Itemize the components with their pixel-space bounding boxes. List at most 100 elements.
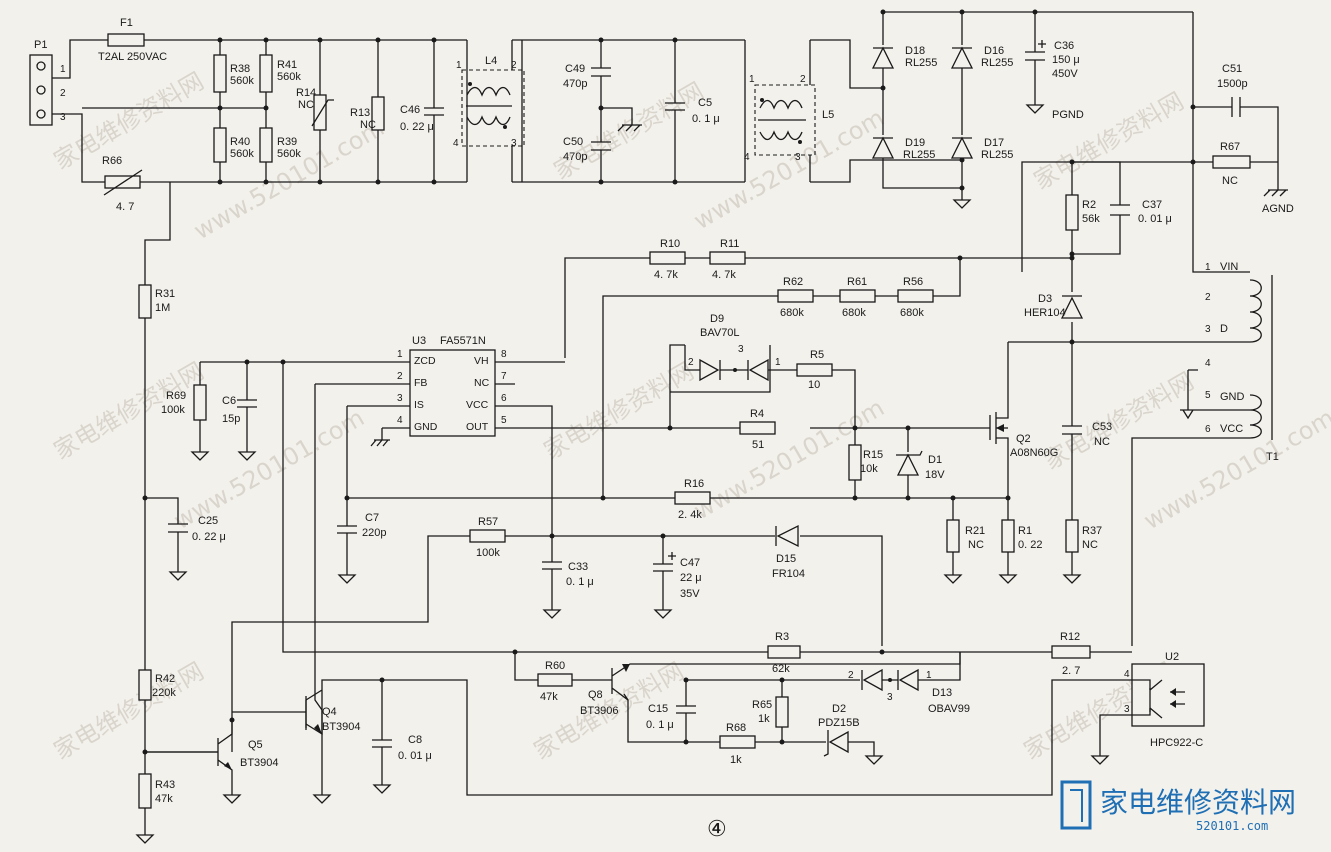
current-sense: R16 2. 4k C7 220p R21 NC R1 0. 22 R37 NC — [337, 406, 1102, 584]
filter-caps: C49 470p C50 470p C5 0. 1 μ — [521, 37, 746, 185]
component-value: 470p — [563, 151, 587, 163]
component-value: A08N60G — [1010, 447, 1058, 459]
component-ref: C5 — [698, 97, 712, 109]
component-value: 100k — [161, 404, 185, 416]
pin-name: ZCD — [414, 355, 436, 367]
component-value: HPC922-C — [1150, 737, 1203, 749]
pin-label: 3 — [887, 692, 893, 703]
component-ref: R10 — [660, 238, 680, 250]
logo-text: 家电维修资料网 — [1100, 786, 1296, 819]
component-value: 450V — [1052, 68, 1078, 80]
pin-label: 2 — [397, 371, 403, 382]
pin-label: VCC — [1220, 423, 1243, 435]
pin-label: 1 — [397, 349, 403, 360]
pin-label: 2 — [1205, 292, 1211, 303]
component-ref: R43 — [155, 779, 175, 791]
resistor-r57 — [469, 529, 506, 543]
component-value: 220k — [152, 687, 176, 699]
component-value: HER104 — [1024, 307, 1066, 319]
pin-label: 4 — [453, 138, 459, 149]
resistor-r1 — [1001, 519, 1015, 553]
choke-l4: L4 1 2 4 3 — [453, 39, 745, 183]
pin-label: 1 — [1205, 262, 1211, 273]
pin-label: 2 — [800, 74, 806, 85]
component-value: NC — [1082, 539, 1098, 551]
optocoupler-body — [1131, 663, 1205, 727]
component-value: RL255 — [981, 57, 1013, 69]
component-ref: R65 — [752, 699, 772, 711]
component-ref: R69 — [166, 390, 186, 402]
pin-label: 3 — [60, 112, 66, 123]
component-value: 0. 01 μ — [1138, 213, 1172, 225]
component-ref: D17 — [984, 137, 1004, 149]
resistor-r61 — [839, 289, 876, 303]
component-value: 47k — [540, 691, 558, 703]
resistor-r38 — [213, 54, 227, 93]
component-value: 10 — [808, 379, 820, 391]
component-ref: R60 — [545, 660, 565, 672]
component-value: 62k — [772, 663, 790, 675]
component-value: RL255 — [905, 57, 937, 69]
pin-label: 6 — [501, 393, 507, 404]
component-ref: C47 — [680, 557, 700, 569]
component-value: 2. 4k — [678, 509, 702, 521]
component-ref: Q2 — [1016, 433, 1031, 445]
resistor-r43 — [138, 773, 152, 809]
pin-label: 2 — [848, 670, 854, 681]
component-ref: D16 — [984, 45, 1004, 57]
component-value: 560k — [230, 148, 254, 160]
pin-label: VIN — [1220, 261, 1238, 273]
component-ref: R15 — [863, 449, 883, 461]
component-value: 10k — [860, 463, 878, 475]
ground-symbol — [952, 199, 972, 209]
component-ref: L4 — [485, 55, 497, 67]
component-value: 22 μ — [680, 572, 702, 584]
component-value: BT3904 — [240, 757, 279, 769]
pin-label: 1 — [926, 670, 932, 681]
pin-label: 1 — [456, 60, 462, 71]
component-ref: L5 — [822, 109, 834, 121]
resistor-r15 — [848, 444, 862, 481]
component-value: 15p — [222, 413, 240, 425]
component-ref: R5 — [810, 349, 824, 361]
logo-sub: 520101.com — [1196, 819, 1268, 833]
connector-ref: P1 — [34, 39, 47, 51]
fuse-ref: F1 — [120, 17, 133, 29]
pin-label: 4 — [1124, 669, 1130, 680]
component-value: 51 — [752, 439, 764, 451]
diode-d16 — [950, 46, 974, 69]
component-ref: Q5 — [248, 739, 263, 751]
diode-d17 — [950, 136, 974, 159]
transistor-latch: Q4 BT3904 C8 0. 01 μ Q5 BT3904 — [145, 384, 1132, 804]
resistor-r31 — [138, 284, 152, 319]
optocoupler-u2: U2 HPC922-C 4 3 — [1090, 651, 1205, 765]
component-value: 1k — [758, 713, 770, 725]
component-ref: R1 — [1018, 525, 1032, 537]
figure-number: ④ — [707, 816, 727, 841]
component-value: BT3906 — [580, 705, 619, 717]
component-value: BAV70L — [700, 327, 740, 339]
component-value: 680k — [842, 307, 866, 319]
component-value: 100k — [476, 547, 500, 559]
component-ref: R21 — [965, 525, 985, 537]
watermark-cn: 家电维修资料网 — [49, 67, 208, 175]
input-section: P1 1 2 3 F1 T2AL 250VAC R66 4. 7 R38 560… — [29, 17, 468, 213]
diode-d9b — [748, 358, 769, 382]
pin-label: 3 — [795, 152, 801, 163]
component-ref: R14 — [296, 87, 316, 99]
ic-ref: U3 — [412, 335, 426, 347]
pin-label: 1 — [775, 357, 781, 368]
component-value: 560k — [230, 75, 254, 87]
choke-l5: L5 1 2 4 3 — [744, 39, 962, 183]
feedback-network: R3 62k R12 2. 7 R60 47k Q8 BT3906 C15 0.… — [282, 362, 1132, 766]
pin-label: 3 — [1124, 704, 1130, 715]
diode-d9a — [699, 358, 720, 382]
ic-u3-body — [409, 349, 496, 437]
resistor-r41 — [259, 54, 273, 93]
component-ref: D19 — [905, 137, 925, 149]
watermark-layer: 家电维修资料网 www.520101.com 家电维修资料网 www.52010… — [49, 67, 1331, 765]
component-ref: C37 — [1142, 199, 1162, 211]
pin-name: NC — [474, 377, 490, 389]
component-value: 680k — [780, 307, 804, 319]
resistor-r65 — [775, 696, 789, 728]
